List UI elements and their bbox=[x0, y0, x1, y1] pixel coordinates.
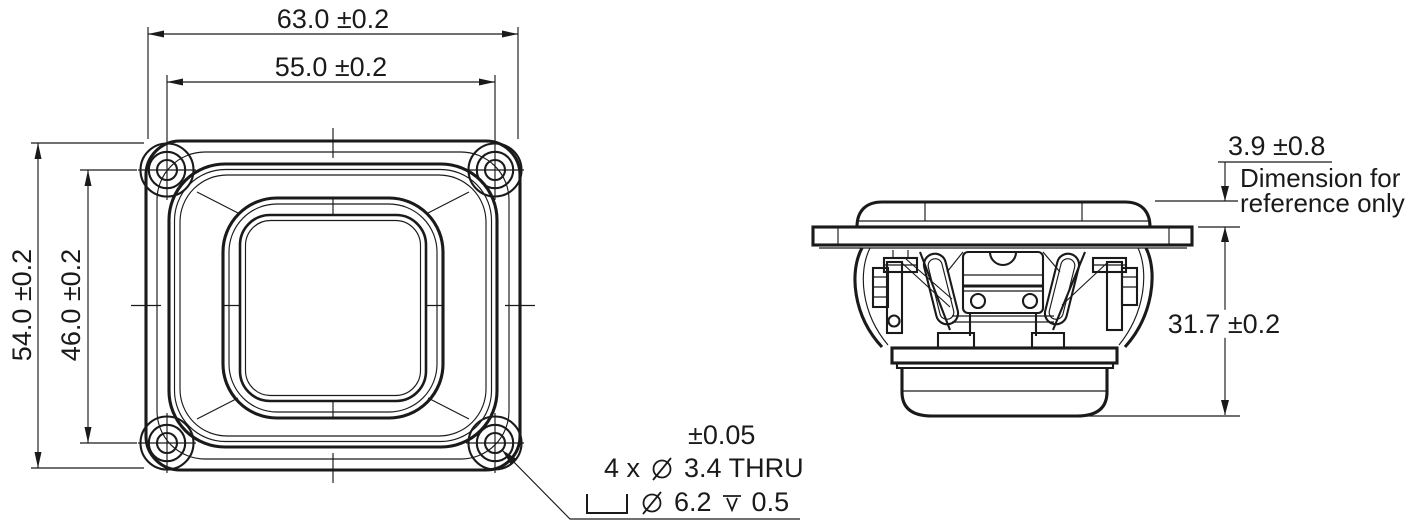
diameter-icon bbox=[649, 455, 675, 482]
surround-outer-edge bbox=[167, 162, 499, 449]
hole-callout-thru-row: 4 x 3.4 THRU bbox=[604, 453, 804, 484]
dim-hole-spacing-v-label: 46.0 ±0.2 bbox=[55, 248, 86, 362]
mounting-hole bbox=[138, 140, 196, 200]
cbore-depth-label: 0.5 bbox=[751, 487, 790, 517]
mounting-hole bbox=[138, 413, 196, 473]
callout-leader-line bbox=[501, 449, 800, 520]
terminal-assembly bbox=[871, 250, 953, 335]
thru-hole-label: 3.4 THRU bbox=[684, 453, 804, 483]
dim-protrusion-label: 3.9 ±0.8 bbox=[1228, 131, 1326, 161]
counterbore-icon bbox=[584, 490, 630, 516]
front-view-drawing bbox=[131, 128, 535, 483]
diaphragm-cap bbox=[238, 213, 428, 403]
dim-total-height-label: 31.7 ±0.2 bbox=[1162, 309, 1286, 338]
basket-bottom-plate bbox=[890, 346, 1119, 365]
cbore-diameter-label: 6.2 bbox=[674, 487, 712, 517]
diameter-icon bbox=[639, 489, 665, 516]
mounting-hole bbox=[466, 140, 524, 200]
front-view-dimensions bbox=[31, 27, 800, 520]
hole-callout-cbore-row: 6.2 0.5 bbox=[584, 487, 789, 518]
cone-edge bbox=[221, 196, 445, 420]
frame-detail-right bbox=[1061, 256, 1139, 332]
basket-vent-slot bbox=[1043, 252, 1081, 326]
frame-outline bbox=[144, 139, 522, 472]
depth-icon bbox=[721, 492, 743, 514]
reference-note-line2: reference only bbox=[1240, 188, 1405, 218]
hole-tolerance-label: ±0.05 bbox=[688, 420, 756, 450]
reference-note-line1: Dimension for bbox=[1240, 163, 1401, 193]
surround-dome bbox=[855, 200, 1152, 228]
reference-note: Dimension for reference only bbox=[1240, 163, 1405, 218]
dim-width-label: 63.0 ±0.2 bbox=[276, 4, 390, 34]
dim-height-label: 54.0 ±0.2 bbox=[6, 248, 37, 362]
side-view-drawing bbox=[811, 200, 1194, 418]
mounting-hole bbox=[466, 413, 524, 473]
magnet-vent-block bbox=[961, 250, 1045, 315]
magnet-cup bbox=[900, 368, 1109, 418]
mounting-flange bbox=[811, 225, 1194, 247]
hole-quantity-label: 4 x bbox=[604, 453, 641, 483]
dim-hole-spacing-h-label: 55.0 ±0.2 bbox=[274, 52, 388, 82]
